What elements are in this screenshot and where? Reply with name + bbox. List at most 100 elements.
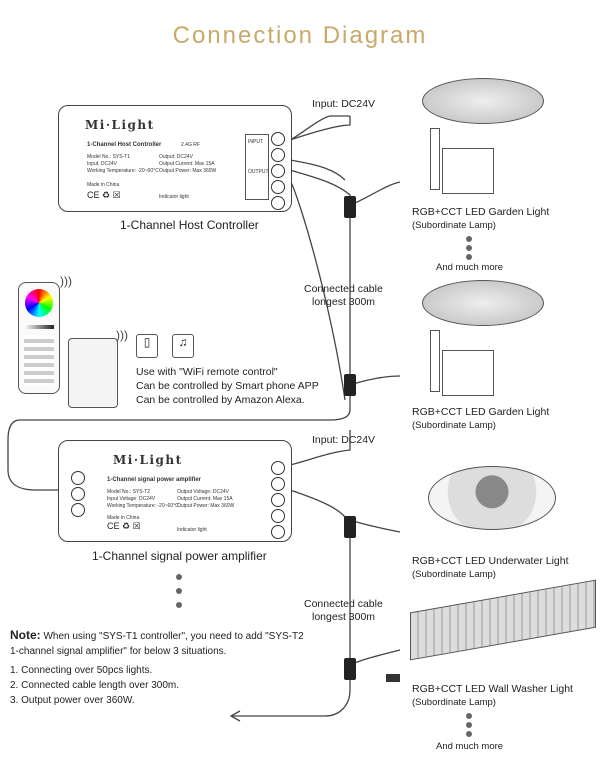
input-label-top: Input: DC24V	[312, 98, 376, 110]
note-item-2: 3. Output power over 360W.	[10, 695, 135, 706]
amp-caption: 1-Channel signal power amplifier	[92, 549, 267, 563]
connector-plug-icon	[386, 674, 400, 682]
terminal-icon	[271, 493, 285, 507]
bracket	[442, 148, 494, 194]
light-1-sub: (Subordinate Lamp)	[412, 420, 496, 431]
host-brand: Mi·Light	[85, 118, 155, 132]
amp-spec-right-0: Output Voltage: DC24V	[177, 489, 229, 495]
cable-label-2a: Connected cable	[304, 598, 383, 610]
cable-label-1b: longest 300m	[312, 296, 376, 308]
lamp-head	[422, 280, 544, 326]
wifi-icon: )))	[60, 274, 72, 288]
wifi-icon-hub: )))	[116, 328, 128, 342]
light-2-sub: (Subordinate Lamp)	[412, 569, 496, 580]
host-badge: 2.4G RF	[181, 142, 200, 148]
host-caption: 1-Channel Host Controller	[120, 218, 259, 232]
ellipsis-dot	[466, 236, 472, 242]
input-label-mid: Input: DC24V	[312, 434, 376, 446]
ellipsis-dot	[466, 245, 472, 251]
host-port-labels: INPUT OUTPUT	[245, 134, 269, 200]
note-item-1: 2. Connected cable length over 300m.	[10, 680, 179, 691]
stake	[430, 330, 440, 392]
port-output-label: OUTPUT	[248, 169, 269, 175]
host-made: Made in China	[87, 182, 120, 188]
note-text-1: When using "SYS-T1 controller", you need…	[43, 631, 304, 642]
more-1: And much more	[436, 262, 504, 273]
remote-icon	[18, 282, 60, 394]
host-spec-left-0: Model No.: SYS-T1	[87, 154, 131, 160]
light-0-sub: (Subordinate Lamp)	[412, 220, 496, 231]
slider-bar	[24, 325, 54, 329]
host-spec-right-1: Output Current: Max 15A	[159, 161, 215, 167]
host-spec-right-0: Output: DC24V	[159, 154, 193, 160]
ellipsis-dot	[176, 588, 182, 594]
signal-amplifier: Mi·Light 1-Channel signal power amplifie…	[58, 440, 292, 542]
terminal-icon	[271, 525, 285, 539]
phone-icon: ▯	[136, 334, 158, 358]
host-spec-left-2: Working Temperature: -20~60°C	[87, 168, 159, 174]
underwater-light-icon	[428, 466, 556, 530]
stake	[430, 128, 440, 190]
terminal-icon	[271, 164, 285, 178]
page-title: Connection Diagram	[172, 22, 428, 49]
amp-brand: Mi·Light	[113, 453, 183, 467]
amp-indicator: Indicator light	[177, 527, 207, 533]
terminal-icon	[71, 487, 85, 501]
terminal-icon	[271, 132, 285, 146]
host-spec-left-1: Input: DC24V	[87, 161, 118, 167]
ellipsis-dot	[176, 602, 182, 608]
note-item-0: 1. Connecting over 50pcs lights.	[10, 665, 153, 676]
terminal-icon	[271, 477, 285, 491]
note-text-2: 1-channel signal amplifier" for below 3 …	[10, 646, 227, 657]
light-3-sub: (Subordinate Lamp)	[412, 697, 496, 708]
lamp-head	[422, 78, 544, 124]
host-indicator: Indicator light	[159, 194, 189, 200]
amp-spec-left-1: Input Voltage: DC24V	[107, 496, 156, 502]
light-0-name: RGB+CCT LED Garden Light	[412, 206, 550, 218]
host-spec-right-2: Output Power: Max 360W	[159, 168, 217, 174]
amp-product: 1-Channel signal power amplifier	[107, 477, 202, 483]
terminal-icon	[271, 509, 285, 523]
host-controller: Mi·Light 1-Channel Host Controller 2.4G …	[58, 105, 292, 212]
bracket	[442, 350, 494, 396]
color-wheel-icon	[25, 289, 53, 317]
amp-spec-left-0: Model No.: SYS-T2	[107, 489, 151, 495]
terminal-icon	[271, 196, 285, 210]
amp-terminals	[71, 471, 85, 517]
cable-label-2b: longest 300m	[312, 611, 376, 623]
note-label: Note:	[10, 628, 41, 642]
cable-label-1a: Connected cable	[304, 283, 383, 295]
light-2-name: RGB+CCT LED Underwater Light	[412, 555, 569, 567]
light-3-name: RGB+CCT LED Wall Washer Light	[412, 683, 573, 695]
ellipsis-dot	[466, 254, 472, 260]
terminal-icon	[71, 503, 85, 517]
wifi-hub-icon	[68, 338, 118, 408]
button-grid	[24, 335, 54, 385]
amp-spec-right-1: Output Current: Max 15A	[177, 496, 233, 502]
terminal-icon	[271, 180, 285, 194]
port-input-label: INPUT	[248, 139, 263, 145]
garden-light-2-icon	[412, 280, 552, 400]
amp-spec-left-2: Working Temperature: -20~60°C	[107, 503, 179, 509]
note-block: Note: When using "SYS-T1 controller", yo…	[10, 628, 310, 708]
wifi-text-2: Can be controlled by Amazon Alexa.	[136, 394, 305, 406]
more-2: And much more	[436, 741, 504, 752]
wifi-text-1: Can be controlled by Smart phone APP	[136, 380, 319, 392]
ce-mark-icon: CE ♻ ☒	[87, 190, 121, 200]
garden-light-1-icon	[412, 78, 552, 198]
terminal-icon	[271, 461, 285, 475]
microphone-icon: ♫	[172, 334, 194, 358]
amp-made: Made in China	[107, 515, 140, 521]
light-1-name: RGB+CCT LED Garden Light	[412, 406, 550, 418]
ellipsis-dot	[466, 722, 472, 728]
ellipsis-dot	[466, 713, 472, 719]
host-product: 1-Channel Host Controller	[87, 142, 162, 148]
wifi-text-0: Use with "WiFi remote control"	[136, 366, 278, 378]
ellipsis-dot	[466, 731, 472, 737]
terminal-icon	[71, 471, 85, 485]
ce-mark-icon: CE ♻ ☒	[107, 521, 141, 531]
terminal-icon	[271, 148, 285, 162]
host-terminals	[271, 132, 285, 210]
amp-spec-right-2: Output Power: Max 360W	[177, 503, 235, 509]
